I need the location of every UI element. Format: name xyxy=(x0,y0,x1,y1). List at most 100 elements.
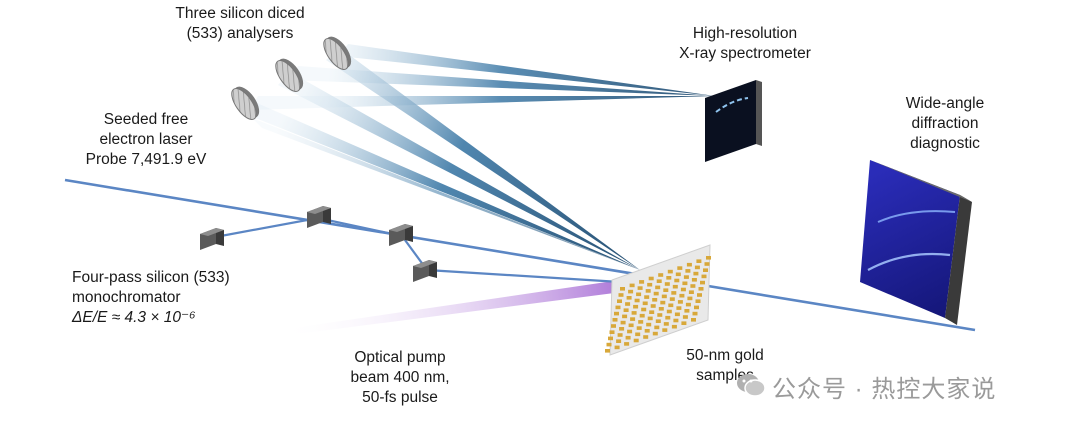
gold-sample xyxy=(645,289,651,293)
gold-sample xyxy=(681,321,687,325)
wechat-icon xyxy=(737,374,766,397)
gold-sample xyxy=(674,278,680,283)
gold-sample xyxy=(690,284,696,288)
gold-sample xyxy=(616,339,622,343)
gold-sample xyxy=(624,342,630,346)
gold-sample xyxy=(620,287,625,291)
probe-beam xyxy=(64,178,976,332)
gold-sample xyxy=(647,282,653,287)
gold-sample xyxy=(625,335,631,340)
gold-sample xyxy=(620,320,626,325)
gold-sample xyxy=(617,299,622,303)
gold-sample xyxy=(692,311,698,316)
gold-sample xyxy=(637,286,643,290)
gold-sample xyxy=(615,305,621,310)
gold-sample xyxy=(663,288,669,292)
gold-sample xyxy=(606,342,612,347)
gold-sample xyxy=(696,259,702,263)
gold-sample xyxy=(697,293,702,297)
mono-crystal xyxy=(200,228,224,250)
gold-sample xyxy=(643,335,649,339)
gold-sample xyxy=(612,318,618,322)
gold-sample xyxy=(675,272,681,277)
gold-sample xyxy=(691,318,696,322)
gold-sample xyxy=(674,312,680,317)
gold-sample xyxy=(682,281,688,286)
gold-sample xyxy=(654,325,660,330)
gold-sample xyxy=(648,276,654,281)
mono-crystal xyxy=(307,206,331,228)
gold-sample xyxy=(677,300,683,304)
gold-sample xyxy=(679,293,685,298)
gold-sample xyxy=(684,309,690,313)
gold-sample xyxy=(668,303,674,308)
analyser-disc xyxy=(323,36,352,70)
gold-sample xyxy=(666,276,672,280)
monochromator-label: Four-pass silicon (533) monochromator ΔE… xyxy=(72,269,230,326)
gold-sample xyxy=(623,308,629,312)
gold-sample xyxy=(626,296,632,300)
monochromator-resolution: ΔE/E ≈ 4.3 × 10⁻⁶ xyxy=(72,309,196,326)
gold-sample xyxy=(625,302,631,306)
gold-sample xyxy=(633,338,639,343)
samples-label: 50-nm gold samples xyxy=(686,347,764,384)
gold-sample xyxy=(630,317,636,321)
gold-sample xyxy=(649,310,655,314)
gold-sample xyxy=(672,284,678,289)
gold-sample xyxy=(655,285,661,290)
gold-sample xyxy=(655,319,661,323)
gold-sample xyxy=(644,295,650,299)
pump-label: Optical pump beam 400 nm, 50-fs pulse xyxy=(350,349,450,406)
gold-sample xyxy=(673,318,679,323)
gold-sample xyxy=(642,301,648,306)
gold-sample xyxy=(646,322,652,327)
gold-sample xyxy=(683,275,689,279)
gold-sample xyxy=(682,315,688,319)
gold-sample xyxy=(700,280,705,285)
gold-sample xyxy=(687,296,693,301)
monochromator-crystals xyxy=(200,206,437,282)
gold-sample xyxy=(698,287,704,291)
gold-sample xyxy=(639,280,645,284)
gold-sample xyxy=(695,299,701,303)
reflected-beams xyxy=(250,44,715,110)
gold-sample xyxy=(650,304,656,308)
gold-sample xyxy=(688,290,694,294)
analysers xyxy=(231,36,352,120)
gold-sample xyxy=(666,309,672,314)
gold-sample xyxy=(639,313,645,318)
gold-sample xyxy=(671,291,677,295)
gold-sample xyxy=(614,345,620,350)
gold-sample xyxy=(693,271,699,276)
spectrometer-detector xyxy=(705,80,762,162)
gold-sample xyxy=(641,307,647,312)
gold-sample xyxy=(703,268,708,272)
gold-sample xyxy=(694,265,700,270)
gold-sample xyxy=(663,322,669,326)
gold-sample xyxy=(685,269,691,273)
gold-sample xyxy=(647,316,653,321)
mono-crystal xyxy=(413,260,437,282)
gold-sample xyxy=(638,320,644,324)
gold-sample xyxy=(617,333,623,337)
spectrometer-label: High-resolution X-ray spectrometer xyxy=(679,25,811,62)
analyser-disc xyxy=(275,58,304,92)
gold-sample xyxy=(664,282,670,286)
fel-label: Seeded free electron laser Probe 7,491.9… xyxy=(85,111,207,168)
gold-sample xyxy=(614,311,619,316)
gold-sample xyxy=(618,293,624,297)
gold-sample xyxy=(667,269,673,274)
gold-sample xyxy=(608,336,613,341)
gold-sample xyxy=(609,330,615,334)
gold-sample xyxy=(657,313,663,317)
gold-sample xyxy=(704,262,710,266)
gold-sample xyxy=(677,266,683,270)
gold-sample xyxy=(656,279,662,283)
wide-angle-detector xyxy=(860,160,972,325)
gold-sample xyxy=(676,306,682,310)
gold-sample xyxy=(685,302,691,307)
gold-sample xyxy=(633,304,639,309)
gold-sample xyxy=(628,323,634,328)
gold-sample xyxy=(636,326,642,330)
